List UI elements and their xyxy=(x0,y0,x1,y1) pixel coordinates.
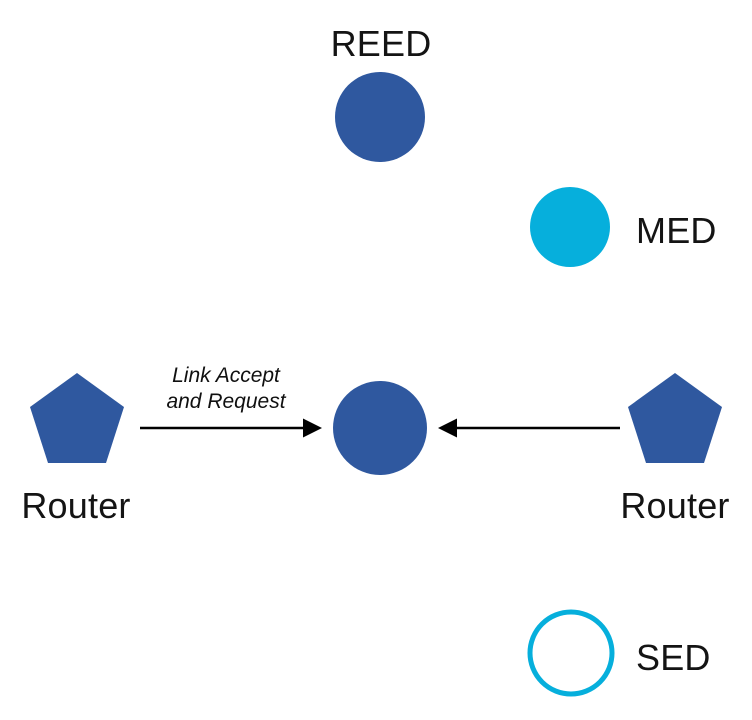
med-circle-icon xyxy=(530,187,610,267)
edge-right-to-center xyxy=(438,418,620,438)
center-router-circle-icon xyxy=(333,381,427,475)
arrow-head-left-icon xyxy=(438,418,457,438)
router-pentagon-icon xyxy=(30,373,124,463)
node-reed-label: REED xyxy=(331,23,432,64)
node-left-router[interactable]: Router xyxy=(21,373,130,526)
arrow-head-right-icon xyxy=(303,418,322,438)
node-right-router-label: Router xyxy=(620,485,729,526)
reed-circle-icon xyxy=(335,72,425,162)
node-right-router[interactable]: Router xyxy=(620,373,729,526)
sed-circle-outline-icon xyxy=(527,609,615,697)
node-center-router[interactable] xyxy=(333,381,427,475)
node-left-router-label: Router xyxy=(21,485,130,526)
node-reed[interactable]: REED xyxy=(331,23,432,162)
node-med[interactable]: MED xyxy=(530,187,717,267)
node-sed-label: SED xyxy=(636,637,711,678)
edge-label-line-1: Link Accept xyxy=(172,364,281,387)
node-sed[interactable]: SED xyxy=(527,609,711,697)
edge-label-line-2: and Request xyxy=(166,390,286,413)
node-med-label: MED xyxy=(636,210,717,251)
edge-left-to-center: Link Accept and Request xyxy=(140,364,322,438)
router-pentagon-icon xyxy=(628,373,722,463)
